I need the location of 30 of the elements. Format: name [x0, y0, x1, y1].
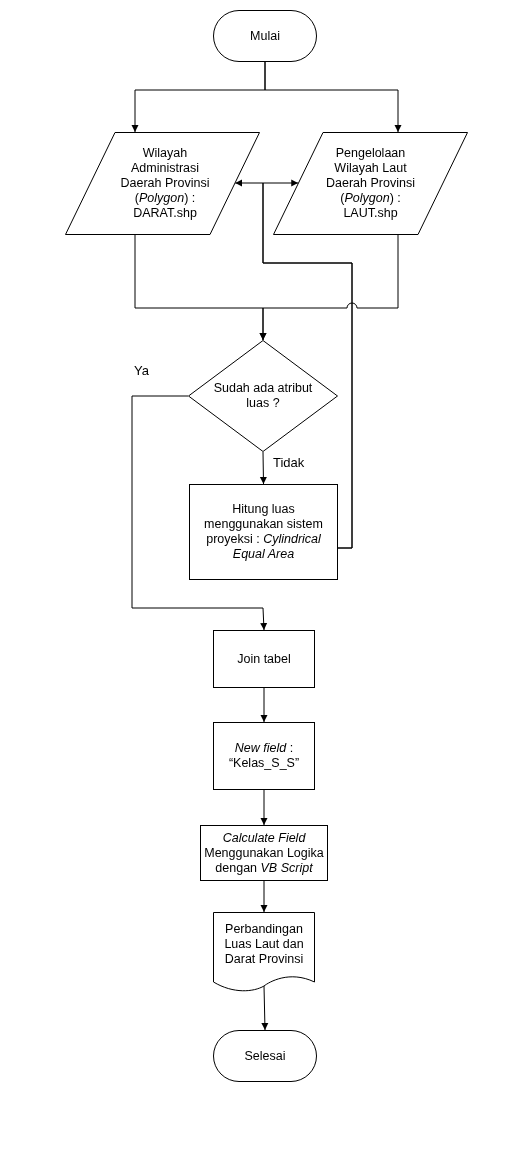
node-text: Perbandingan Luas Laut dan Darat Provinsi [223, 921, 305, 967]
edge-label: Tidak [272, 455, 306, 470]
node-text: Pengelolaan Wilayah Laut Daerah Provinsi (Polygon) : LAUT.shp [325, 146, 416, 221]
node-text: Mulai [250, 28, 280, 44]
arrow [264, 61, 402, 133]
input-parallelogram [273, 132, 468, 235]
node-text: Sudah ada atribut luas ? [213, 381, 313, 411]
node-text: Join tabel [237, 651, 291, 667]
arrow [259, 451, 267, 485]
process-box [189, 484, 338, 580]
arrow [260, 789, 268, 826]
arrow [259, 234, 399, 341]
document-shape [213, 912, 315, 992]
node-text: Hitung luas menggunakan sistem proyeksi : Cylindrical Equal Area [203, 502, 324, 562]
arrow [260, 880, 268, 913]
arrow [261, 985, 269, 1031]
edge-label: Ya [133, 363, 150, 378]
arrow [131, 395, 268, 631]
node-text: Wilayah Administrasi Daerah Provinsi (Polygon) : DARAT.shp [119, 146, 211, 221]
arrow [260, 687, 268, 723]
node-text: Calculate Field Menggunakan Logika dengan VB Script [203, 830, 325, 876]
start-terminator [213, 10, 317, 62]
decision-diamond [188, 340, 338, 452]
process-box [213, 630, 315, 688]
node-text: New field : “Kelas_S_S” [227, 741, 301, 771]
arrow [262, 179, 353, 549]
process-box [213, 722, 315, 790]
end-terminator [213, 1030, 317, 1082]
node-text: Selesai [244, 1048, 286, 1064]
input-parallelogram [65, 132, 260, 235]
